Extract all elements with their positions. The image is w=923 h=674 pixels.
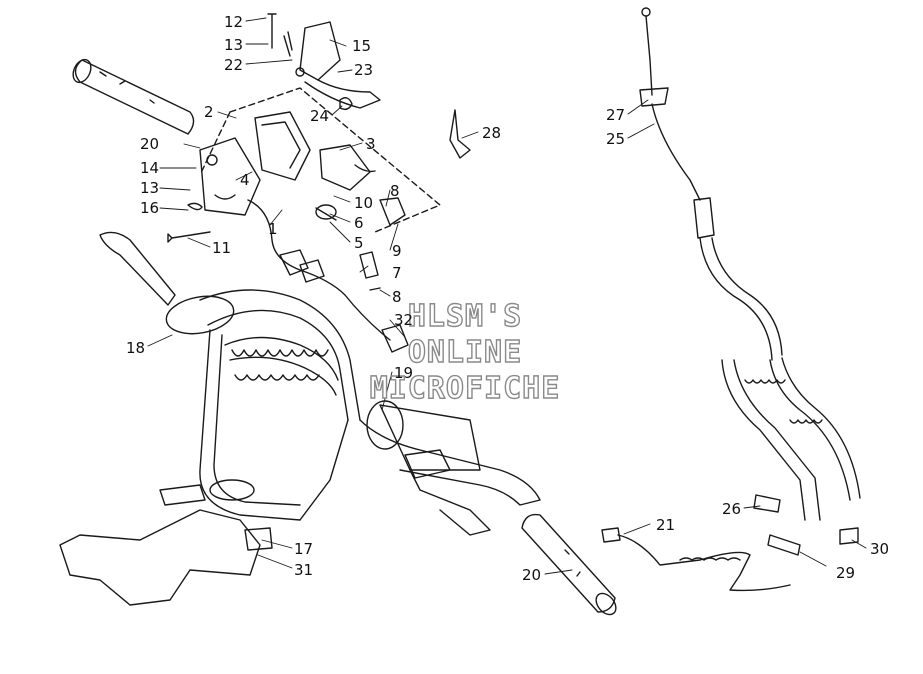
- callout-23: 23: [354, 61, 374, 79]
- hand-guard-plate: [59, 484, 273, 606]
- callout-9: 9: [392, 242, 402, 260]
- leader-lines: [147, 17, 867, 575]
- callout-20-lower: 20: [522, 566, 542, 584]
- callout-3: 3: [366, 135, 376, 153]
- left-grip: [72, 58, 195, 135]
- callout-15: 15: [352, 37, 372, 55]
- callout-22: 22: [224, 56, 244, 74]
- callout-17: 17: [294, 540, 314, 558]
- heater-wire: [601, 527, 791, 592]
- callout-4: 4: [240, 171, 250, 189]
- brake-lever-assembly: [366, 400, 491, 536]
- callout-28: 28: [482, 124, 502, 142]
- callout-10: 10: [354, 194, 374, 212]
- watermark-line-1: HLSM'S: [407, 299, 523, 334]
- callout-11: 11: [212, 239, 232, 257]
- switch-cable: [247, 199, 409, 353]
- callout-20-upper: 20: [140, 135, 160, 153]
- callout-1: 1: [268, 220, 278, 238]
- callout-6: 6: [354, 214, 364, 232]
- callout-13-lower: 13: [140, 179, 160, 197]
- callout-12: 12: [224, 13, 244, 31]
- callout-2: 2: [204, 103, 214, 121]
- callout-30: 30: [870, 540, 890, 558]
- throttle-cable: [639, 7, 861, 556]
- callout-26: 26: [722, 500, 742, 518]
- callout-27: 27: [606, 106, 626, 124]
- callout-32: 32: [394, 311, 414, 329]
- callout-7: 7: [392, 264, 402, 282]
- callout-8-upper: 8: [390, 182, 400, 200]
- callout-14: 14: [140, 159, 160, 177]
- right-grip: [521, 513, 617, 616]
- watermark-line-2: ONLINE: [407, 335, 523, 370]
- watermark-line-3: MICROFICHE: [369, 371, 561, 406]
- callout-19: 19: [394, 364, 414, 382]
- callout-21: 21: [656, 516, 676, 534]
- small-hardware: [167, 109, 471, 291]
- callout-8-lower: 8: [392, 288, 402, 306]
- callout-13: 13: [224, 36, 244, 54]
- handlebar: [99, 231, 541, 521]
- switch-housing-assembly: [199, 87, 441, 233]
- callout-18: 18: [126, 339, 146, 357]
- callout-24: 24: [310, 107, 330, 125]
- throttle-lever: [267, 13, 381, 111]
- callout-29: 29: [836, 564, 856, 582]
- callout-5: 5: [354, 234, 364, 252]
- callout-16: 16: [140, 199, 160, 217]
- callout-25: 25: [606, 130, 626, 148]
- callout-31: 31: [294, 561, 314, 579]
